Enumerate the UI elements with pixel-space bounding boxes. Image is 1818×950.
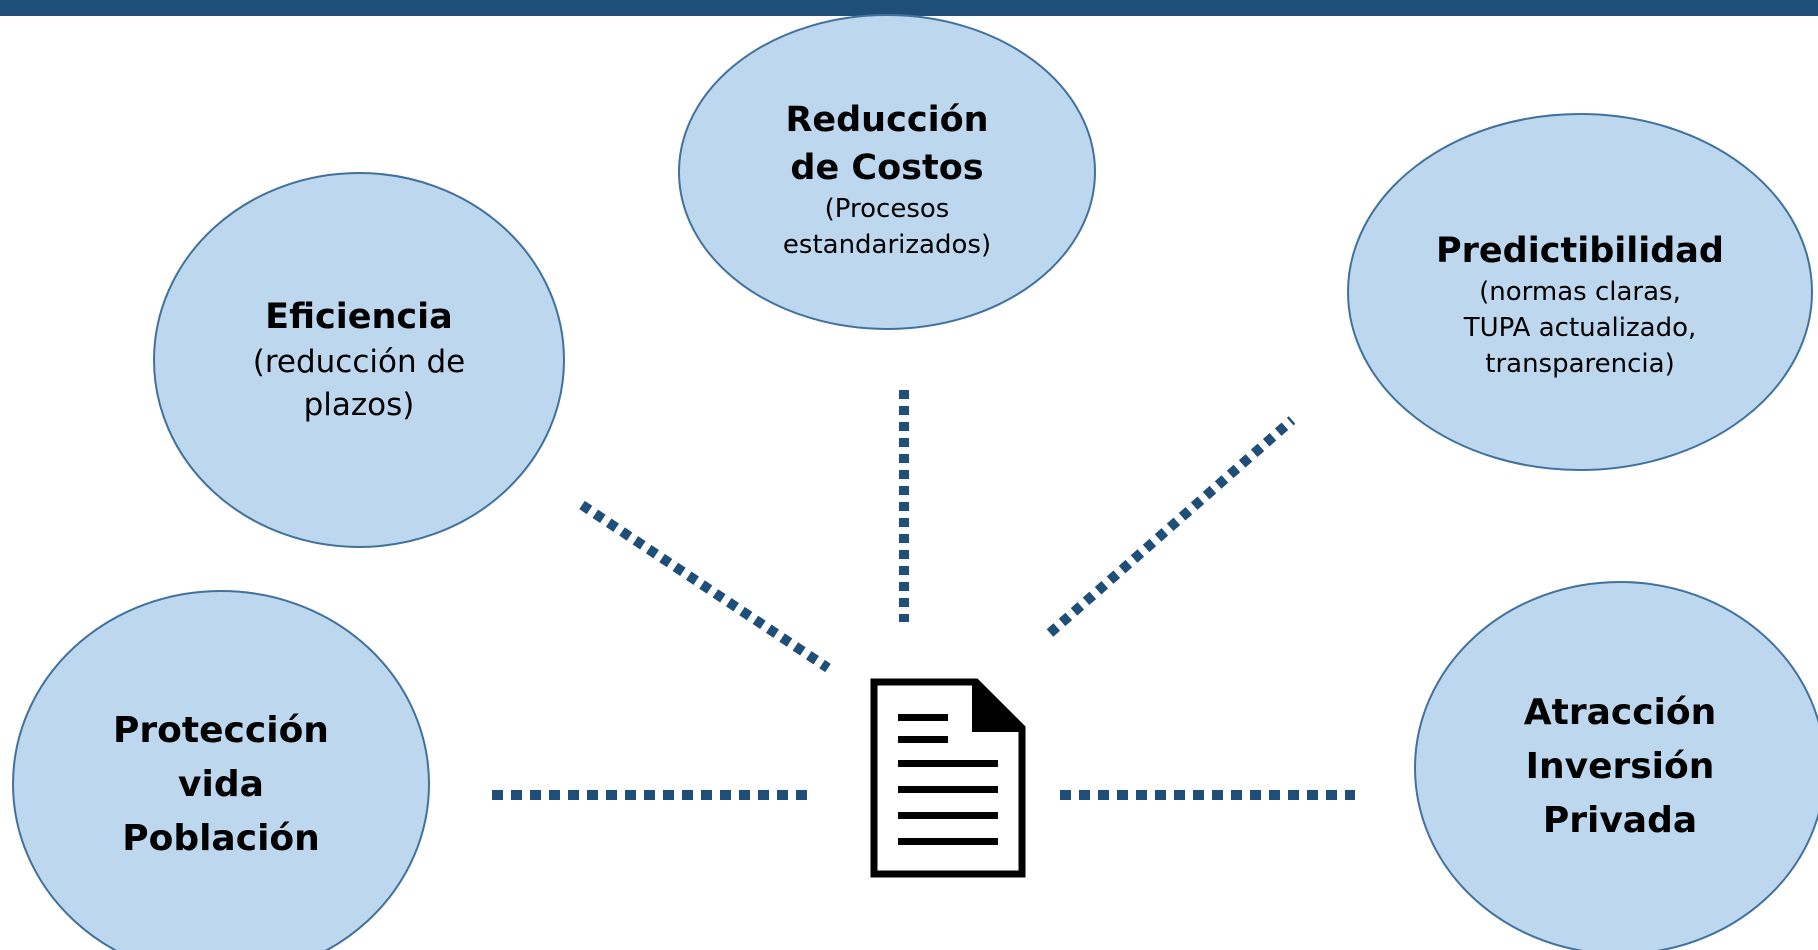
ellipse-eficiencia [153,172,565,548]
node-proteccion: Protección vida Población [13,690,429,880]
node-atraccion: Atracción Inversión Privada [1415,672,1818,862]
ellipse-predictibilidad [1347,113,1813,471]
node-predictibilidad-title: Predictibilidad [1436,231,1724,272]
header-bar [0,0,1818,16]
node-eficiencia: Eficiencia (reducción de plazos) [154,280,564,440]
node-predictibilidad: Predictibilidad (normas claras, TUPA act… [1348,205,1812,405]
node-eficiencia-title: Eficiencia [265,297,453,338]
document-icon [870,678,1026,878]
node-atraccion-title: Atracción Inversión Privada [1523,692,1717,841]
ellipse-atraccion [1414,581,1818,950]
ellipse-proteccion [12,590,430,950]
connector-upper-right [1046,416,1296,637]
node-eficiencia-subtitle: (reducción de plazos) [252,344,466,424]
node-reduccion-subtitle: (Procesos estandarizados) [782,194,992,261]
node-reduccion-title: Reducción de Costos [785,99,989,189]
node-proteccion-title: Protección vida Población [113,710,329,859]
node-predictibilidad-subtitle: (normas claras, TUPA actualizado, transp… [1463,277,1697,380]
connector-upper-left [579,500,831,673]
node-reduccion-costos: Reducción de Costos (Procesos estandariz… [679,80,1095,280]
ellipse-reduccion [678,14,1096,330]
